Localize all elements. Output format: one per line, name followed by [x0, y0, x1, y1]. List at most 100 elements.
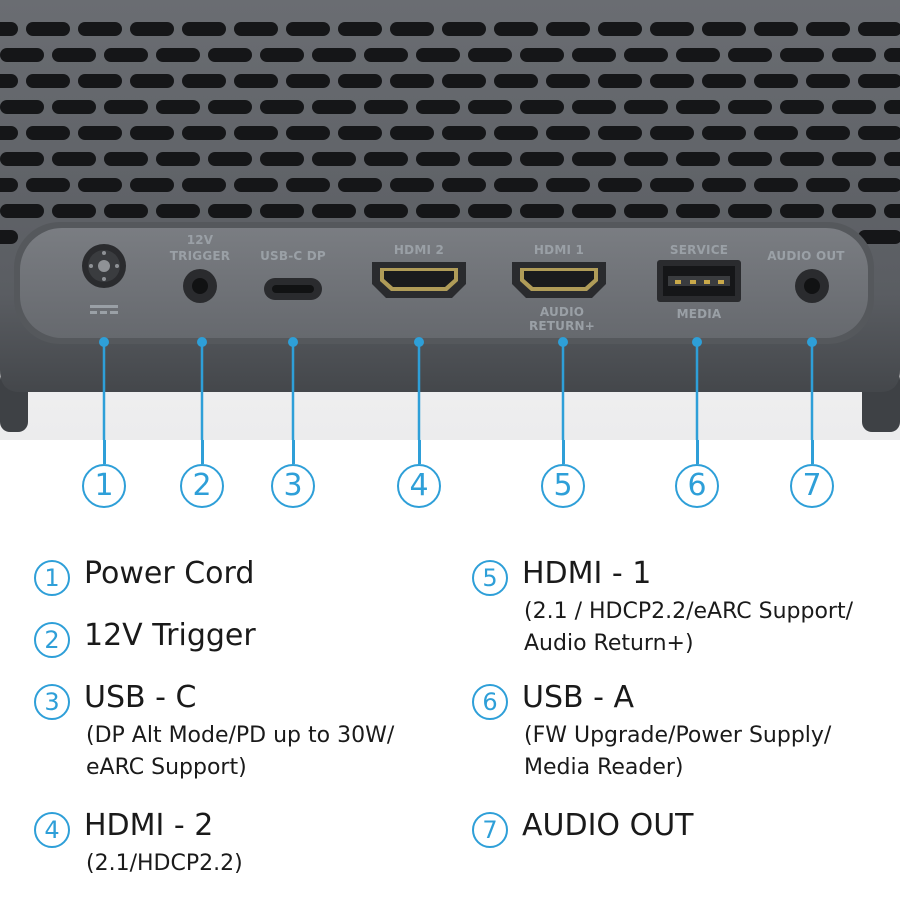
legend-subtitle-line: Audio Return+) — [524, 631, 694, 656]
vent-slot — [442, 126, 486, 140]
leader-dot — [99, 337, 109, 347]
vent-slot — [598, 74, 642, 88]
vent-slot — [364, 152, 408, 166]
vent-slot — [52, 48, 96, 62]
vent-slot — [650, 126, 694, 140]
legend-title: USB - C — [84, 680, 197, 715]
vent-slot — [286, 178, 330, 192]
vent-slot — [650, 74, 694, 88]
vent-slot — [858, 178, 900, 192]
vent-slot — [416, 48, 460, 62]
vent-slot — [598, 126, 642, 140]
legend-subtitle: (2.1/HDCP2.2) — [86, 848, 243, 880]
leader-lines — [99, 337, 817, 440]
vent-slot — [130, 178, 174, 192]
vent-slot — [520, 204, 564, 218]
legend-title: AUDIO OUT — [522, 808, 694, 843]
vent-slot — [702, 126, 746, 140]
vent-slot — [806, 22, 850, 36]
vent-slot — [208, 100, 252, 114]
vent-slot — [390, 74, 434, 88]
legend-title: HDMI - 2 — [84, 808, 214, 843]
vent-slot — [260, 48, 304, 62]
vent-slot — [260, 204, 304, 218]
vent-slot — [104, 204, 148, 218]
leader-dot — [288, 337, 298, 347]
legend-number: 1 — [34, 560, 70, 596]
trigger-port: 12V TRIGGER — [170, 233, 230, 303]
vent-slot — [0, 230, 18, 244]
legend-number: 5 — [472, 560, 508, 596]
vent-slot — [624, 100, 668, 114]
vent-slot — [832, 100, 876, 114]
vent-slot — [884, 100, 900, 114]
vent-slot — [0, 100, 44, 114]
vent-slot — [572, 152, 616, 166]
vent-slot — [624, 152, 668, 166]
vent-slot — [104, 48, 148, 62]
callout-number: 6 — [675, 464, 719, 508]
vent-slot — [26, 126, 70, 140]
power-port — [82, 244, 126, 314]
hdmi-2-port: HDMI 2 — [372, 243, 466, 298]
legend-number: 7 — [472, 812, 508, 848]
legend-title: HDMI - 1 — [522, 556, 652, 591]
callout-number: 7 — [790, 464, 834, 508]
legend-number: 2 — [34, 622, 70, 658]
vent-slot — [702, 74, 746, 88]
vent-slot — [650, 178, 694, 192]
vent-slot — [0, 204, 44, 218]
legend-subtitle-line: eARC Support) — [86, 755, 247, 780]
vent-slot — [572, 204, 616, 218]
leader-line-lower — [562, 440, 565, 464]
vent-slot — [312, 204, 356, 218]
vent-slot — [806, 74, 850, 88]
rear-panel-illustration: 12V TRIGGER USB-C DP HDMI 2 HDMI 1 AUDIO… — [0, 0, 900, 440]
legend-subtitle: (2.1 / HDCP2.2/eARC Support/Audio Return… — [524, 596, 853, 660]
vent-slot — [52, 204, 96, 218]
vent-slot — [754, 22, 798, 36]
vent-slot — [104, 100, 148, 114]
vent-slot — [234, 178, 278, 192]
vent-slot — [858, 126, 900, 140]
usb-a-label-below: MEDIA — [677, 307, 722, 321]
vent-slot — [260, 152, 304, 166]
legend-title: 12V Trigger — [84, 618, 256, 653]
leader-dot — [558, 337, 568, 347]
vent-slot — [546, 22, 590, 36]
vent-slot — [676, 152, 720, 166]
vent-slot — [78, 178, 122, 192]
vent-slot — [130, 74, 174, 88]
vent-slot — [156, 204, 200, 218]
vent-slot — [416, 100, 460, 114]
vent-slot — [182, 126, 226, 140]
vent-slot — [338, 22, 382, 36]
legend-number: 3 — [34, 684, 70, 720]
vent-slot — [728, 152, 772, 166]
vent-slot — [780, 152, 824, 166]
vent-slot — [0, 178, 18, 192]
hdmi-1-label-below-2: RETURN+ — [529, 319, 595, 333]
callout-number: 1 — [82, 464, 126, 508]
hdmi-1-label-below-1: AUDIO — [540, 305, 584, 319]
vent-slot — [234, 74, 278, 88]
vent-slot — [494, 74, 538, 88]
legend-subtitle-line: (2.1 / HDCP2.2/eARC Support/ — [524, 599, 853, 624]
vent-slot — [780, 48, 824, 62]
vent-slot — [234, 126, 278, 140]
vent-slot — [832, 204, 876, 218]
vent-slot — [676, 48, 720, 62]
leader-line-lower — [201, 440, 204, 464]
vent-slot — [884, 152, 900, 166]
vent-slot — [390, 178, 434, 192]
vent-slot — [780, 100, 824, 114]
vent-slot — [806, 178, 850, 192]
vent-slot — [286, 22, 330, 36]
vent-slot — [494, 126, 538, 140]
vent-slot — [0, 126, 18, 140]
vent-slot — [884, 48, 900, 62]
vent-slot — [78, 22, 122, 36]
vent-slot — [338, 178, 382, 192]
vent-slot — [832, 152, 876, 166]
callout-number: 5 — [541, 464, 585, 508]
